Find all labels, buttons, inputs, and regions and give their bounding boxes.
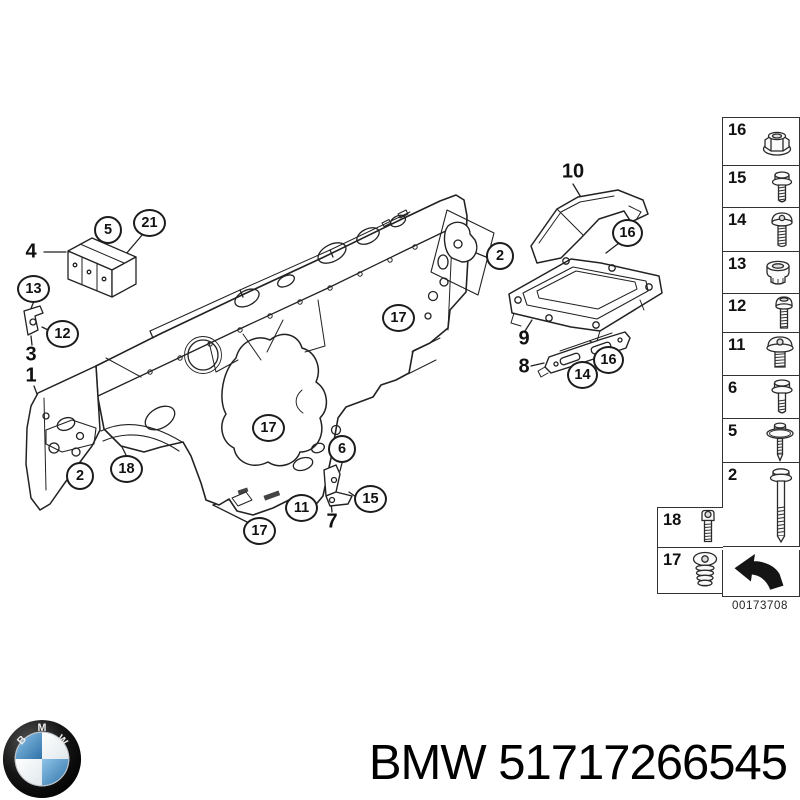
callout-16-lower: 16 (593, 346, 624, 374)
fastener-legend: 16 15 14 (722, 117, 800, 547)
end-bracket-part-2 (430, 209, 495, 296)
fastener-row-12: 12 (723, 293, 799, 332)
callout-12: 12 (46, 320, 79, 348)
carrier-frame (25, 194, 469, 516)
callout-18: 18 (110, 455, 143, 483)
label-4: 4 (25, 240, 37, 263)
coarse-torx-screw-icon (691, 550, 719, 592)
hex-screw-icon (769, 168, 795, 206)
grommet-nut-icon (761, 258, 795, 288)
fastener-row-6: 6 (723, 375, 799, 418)
label-1: 1 (25, 364, 37, 387)
continuation-arrow-cell (722, 550, 800, 597)
callout-16-upper: 16 (612, 219, 643, 247)
fastener-row-16: 16 (723, 118, 799, 165)
label-3: 3 (25, 343, 37, 366)
fastener-row-2: 2 (723, 462, 799, 546)
fastener-row-17: 17 (658, 547, 723, 593)
label-7: 7 (326, 510, 338, 533)
callout-17-middle: 17 (252, 414, 285, 442)
fastener-row-5: 5 (723, 418, 799, 462)
bracket-part-3 (23, 305, 44, 336)
fastener-row-13: 13 (723, 251, 799, 293)
washer-screw-icon (765, 420, 795, 461)
callout-14: 14 (567, 361, 598, 389)
technical-drawing (23, 183, 663, 523)
part-number: BMW 51717266545 (368, 736, 788, 790)
continuation-arrow-icon (734, 554, 784, 590)
callout-2-left: 2 (66, 462, 94, 490)
callout-21: 21 (133, 209, 166, 237)
label-10: 10 (561, 160, 585, 183)
fastener-row-15: 15 (723, 165, 799, 207)
callout-2-right: 2 (486, 242, 514, 270)
torx-screw-icon (769, 210, 795, 250)
callout-6: 6 (328, 435, 356, 463)
label-9: 9 (518, 327, 530, 350)
callout-15: 15 (354, 485, 387, 513)
callout-13: 13 (17, 275, 50, 303)
callout-11: 11 (285, 494, 318, 522)
diagram-code: 00173708 (732, 600, 788, 612)
bmw-logo: B M W (2, 719, 82, 799)
label-8: 8 (518, 355, 530, 378)
callout-5: 5 (94, 216, 122, 244)
torx-flange-screw-icon (765, 335, 795, 373)
logo-letter-m: M (38, 722, 47, 734)
dome-bolt-icon (773, 295, 795, 331)
fastener-row-14: 14 (723, 207, 799, 251)
fastener-row-18: 18 (658, 508, 723, 547)
strip-part-8 (537, 331, 631, 378)
bracket-part-7 (323, 464, 353, 507)
callout-17-lower: 17 (243, 517, 276, 545)
socket-head-bolt-icon (697, 509, 719, 546)
housing-part-9 (508, 257, 663, 343)
flange-nut-icon (759, 127, 795, 157)
fastener-legend-side: 18 17 (657, 507, 723, 594)
relay-block-part (67, 237, 137, 298)
callout-17-upper: 17 (382, 304, 415, 332)
hex-flange-bolt-icon (769, 377, 795, 417)
fastener-row-11: 11 (723, 332, 799, 375)
long-hex-bolt-icon (767, 466, 795, 544)
